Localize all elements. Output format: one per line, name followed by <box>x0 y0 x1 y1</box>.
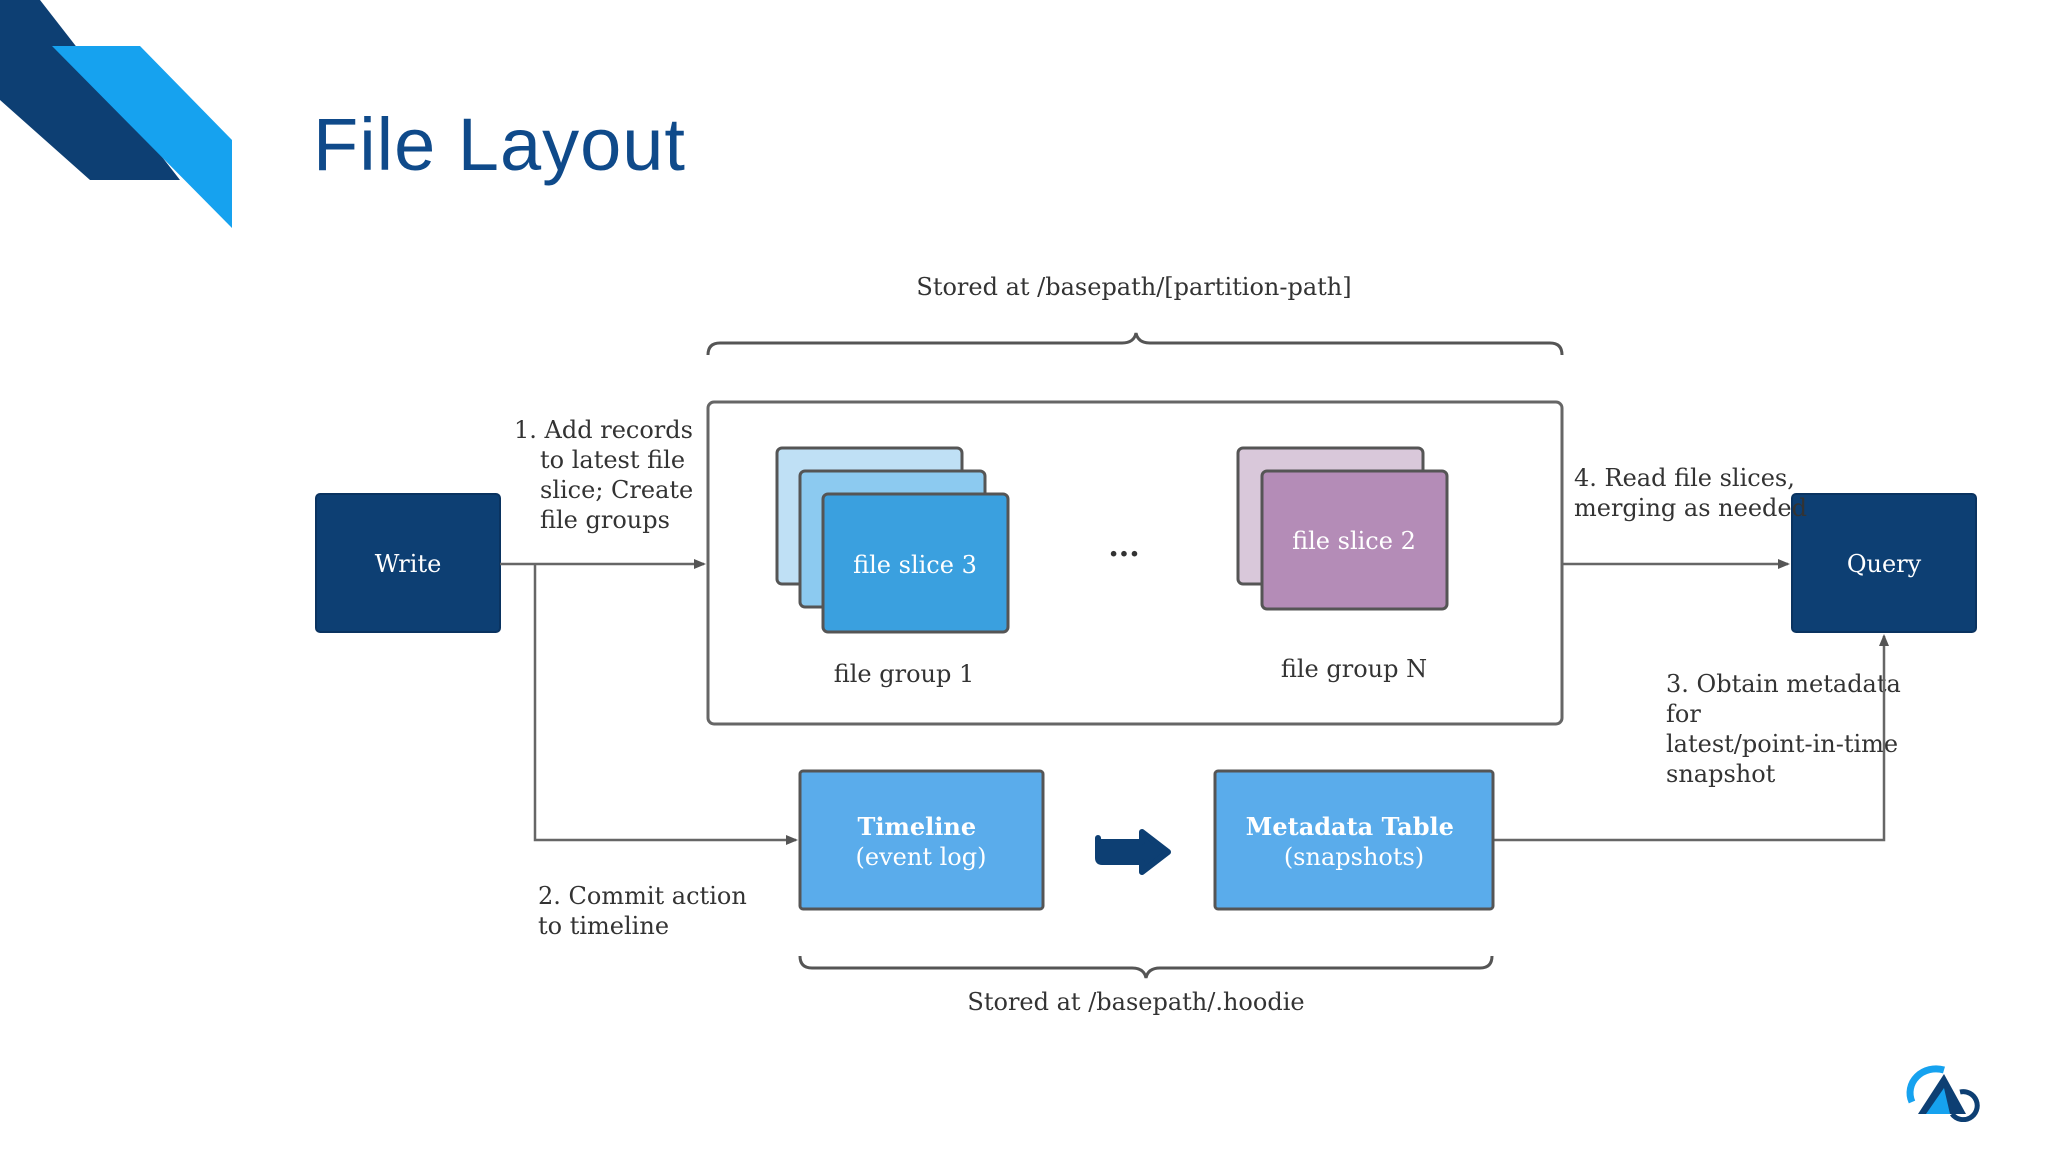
timeline-line2: (event log) <box>856 843 987 871</box>
metadata-table-label: Metadata Table (snapshots) <box>1246 812 1462 871</box>
file-groupn-slice-front[interactable] <box>1260 469 1449 611</box>
file-slice2-label: file slice 2 <box>1292 527 1416 555</box>
step4-label: 4. Read file slices, merging as needed <box>1574 464 1807 522</box>
partition-brace <box>706 332 1564 356</box>
timeline-line1: Timeline <box>858 812 977 841</box>
timeline-to-metadata-arrow <box>1095 829 1171 875</box>
slide-title: File Layout <box>313 103 686 186</box>
step4-line: merging as needed <box>1574 494 1807 522</box>
step4-line: 4. Read file slices, <box>1574 464 1795 492</box>
write-to-timeline-arrow <box>533 564 798 845</box>
logo-arc <box>1949 1089 1980 1122</box>
query-box[interactable] <box>1791 493 1977 633</box>
corner-decoration <box>0 0 232 228</box>
metadata-table-line2: (snapshots) <box>1284 843 1424 871</box>
partition-brace-label: Stored at /basepath/[partition-path] <box>916 273 1351 301</box>
timeline-box[interactable] <box>798 769 1045 911</box>
hoodie-brace <box>798 955 1494 979</box>
logo-swoosh <box>1906 1065 1945 1104</box>
step2-line: 2. Commit action <box>538 882 747 910</box>
step3-line: snapshot <box>1666 760 1776 788</box>
hudi-logo-icon <box>1906 1065 1980 1122</box>
timeline-label: Timeline (event log) <box>856 812 987 871</box>
step3-line: for <box>1666 700 1701 728</box>
step1-line: to latest file <box>540 446 685 474</box>
step1-line: slice; Create <box>540 476 693 504</box>
step3-line: 3. Obtain metadata <box>1666 670 1901 698</box>
metadata-table-line1: Metadata Table <box>1246 812 1454 841</box>
logo-triangle-light <box>1926 1088 1950 1114</box>
step2-line: to timeline <box>538 912 669 940</box>
query-label: Query <box>1847 550 1922 578</box>
step1-line: file groups <box>540 506 670 534</box>
corner-navy-stripe <box>0 0 180 180</box>
corner-blue-stripe <box>52 46 232 228</box>
file-group1-slice-front[interactable] <box>821 492 1010 634</box>
metadata-to-query-arrow <box>1494 634 1889 842</box>
file-groupn-caption: file group N <box>1281 655 1427 683</box>
hoodie-brace-label: Stored at /basepath/.hoodie <box>967 988 1304 1016</box>
metadata-table-box[interactable] <box>1213 769 1495 911</box>
write-label: Write <box>375 550 442 578</box>
file-groups-ellipsis: ... <box>1108 529 1139 564</box>
step3-line: latest/point-in-time <box>1666 730 1898 758</box>
step1-line: 1. Add records <box>514 416 693 444</box>
file-slice3-label: file slice 3 <box>853 551 977 579</box>
step3-label: 3. Obtain metadata for latest/point-in-t… <box>1666 670 1908 788</box>
file-group1-caption: file group 1 <box>834 660 975 688</box>
step2-label: 2. Commit action to timeline <box>538 882 754 940</box>
step1-label: 1. Add records to latest file slice; Cre… <box>514 416 701 534</box>
